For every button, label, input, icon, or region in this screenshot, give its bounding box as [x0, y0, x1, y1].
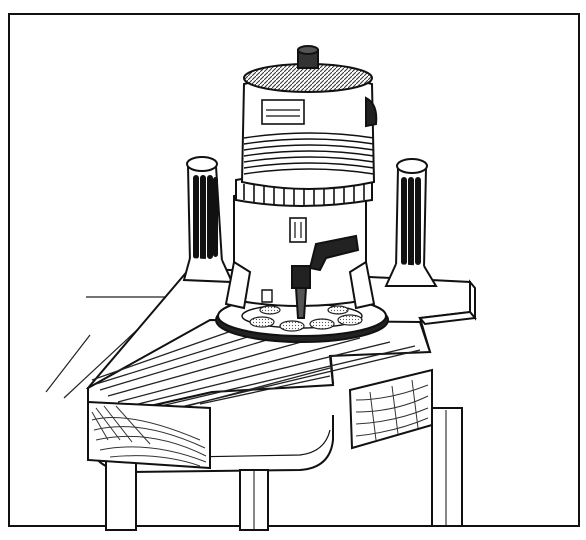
router-bit: [294, 287, 308, 319]
left-handle-knob: [182, 156, 234, 284]
base-holes: [249, 305, 363, 332]
nameplate: [261, 99, 305, 125]
collet: [291, 265, 311, 289]
workpiece-board: [87, 318, 433, 470]
switch-knob: [365, 96, 378, 128]
base-arm-right: [348, 260, 376, 310]
router-body: [224, 45, 378, 319]
base-arm-left: [224, 260, 252, 310]
right-leg: [431, 407, 463, 527]
border: [8, 13, 580, 527]
board-end-grain-left: [87, 400, 211, 470]
depth-scale: [289, 217, 307, 243]
right-handle-knob: [384, 158, 438, 287]
router-handles: [182, 156, 438, 287]
